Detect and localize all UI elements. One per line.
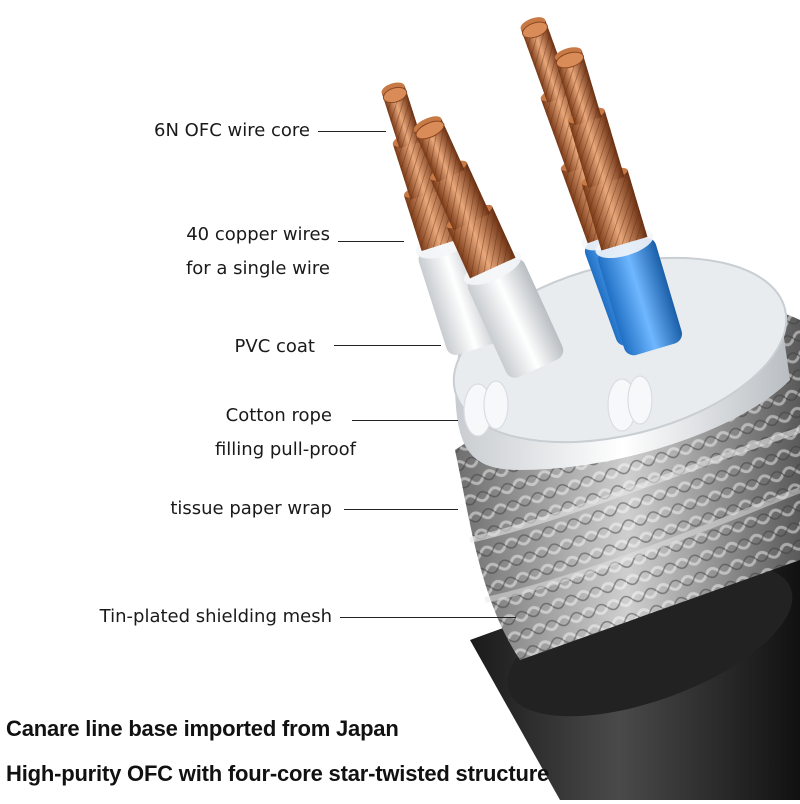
label-copper-wires-1: 40 copper wires bbox=[186, 224, 330, 245]
label-tissue-wrap: tissue paper wrap bbox=[170, 498, 332, 519]
label-shielding-mesh: Tin-plated shielding mesh bbox=[99, 606, 332, 627]
conductors bbox=[381, 17, 683, 378]
conductor-white-front bbox=[413, 116, 564, 378]
cotton-rope-filler bbox=[463, 375, 653, 437]
label-pvc-coat: PVC coat bbox=[234, 336, 315, 357]
leader-pvc-coat bbox=[334, 345, 441, 346]
label-cotton-rope-2: filling pull-proof bbox=[214, 439, 356, 460]
caption-line-2: High-purity OFC with four-core star-twis… bbox=[6, 761, 550, 786]
leader-tissue-wrap bbox=[344, 509, 458, 510]
leader-shielding-mesh bbox=[340, 617, 516, 618]
caption-line-1: Canare line base imported from Japan bbox=[6, 716, 399, 741]
leader-cotton-rope bbox=[352, 420, 458, 421]
label-cotton-rope-1: Cotton rope bbox=[225, 405, 332, 426]
conductor-blue-front bbox=[554, 47, 683, 356]
outer-jacket bbox=[470, 520, 800, 800]
label-copper-wires-2: for a single wire bbox=[185, 258, 330, 279]
leader-copper-wires bbox=[338, 241, 404, 242]
label-wire-core: 6N OFC wire core bbox=[154, 120, 310, 141]
leader-wire-core bbox=[318, 131, 386, 132]
